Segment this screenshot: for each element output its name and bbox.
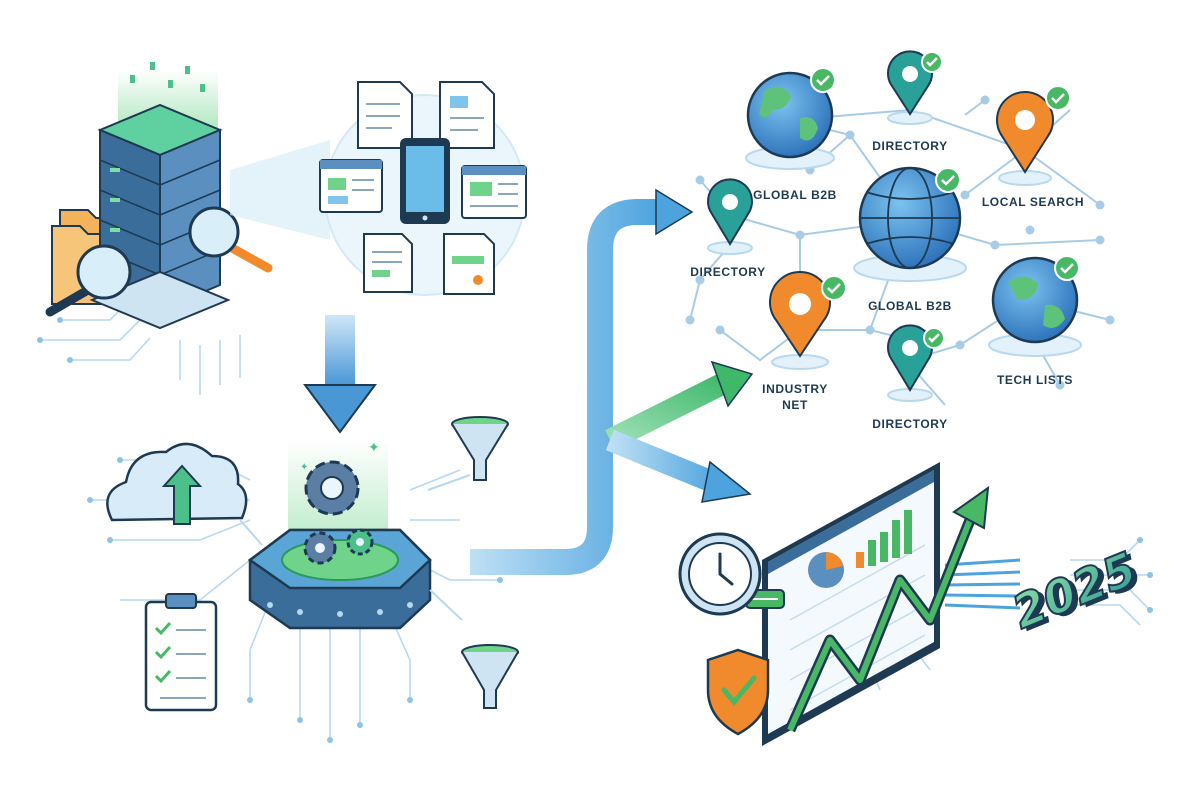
check-icon	[935, 167, 961, 193]
check-icon	[921, 51, 943, 73]
gears-icon	[303, 460, 374, 565]
check-icon	[821, 275, 847, 301]
flow-arrows	[470, 188, 754, 575]
server-cluster	[45, 62, 330, 330]
scan-beam	[230, 140, 330, 240]
magnifier-icon	[45, 244, 132, 317]
documents-cluster	[319, 81, 527, 296]
node-label-directory-top: DIRECTORY	[872, 139, 947, 153]
node-label-local-search: LOCAL SEARCH	[982, 195, 1084, 209]
browser-window-icon	[319, 159, 383, 213]
tablet-icon	[400, 138, 450, 224]
check-icon	[923, 327, 945, 349]
map-pin-icon	[887, 324, 933, 402]
data-bits	[130, 62, 205, 92]
document-icon	[443, 233, 495, 295]
circuit-dots	[37, 317, 1153, 743]
processor-cluster: ✦✦	[106, 416, 519, 712]
svg-text:✦: ✦	[368, 440, 380, 456]
node-label-global-b2b-left: GLOBAL B2B	[753, 188, 837, 202]
globe-icon	[853, 166, 967, 282]
map-pin-icon	[887, 50, 933, 125]
magnifier-icon	[188, 206, 273, 273]
shield-check-icon	[706, 648, 770, 736]
document-icon	[363, 233, 413, 293]
document-icon	[439, 81, 495, 149]
map-pin-icon	[996, 91, 1054, 186]
map-pin-icon	[769, 271, 831, 370]
dashboard-icon	[762, 462, 940, 746]
globe-icon	[745, 71, 835, 170]
trend-arrow-icon	[784, 485, 990, 733]
node-label-directory-bottom: DIRECTORY	[872, 417, 947, 431]
node-label-tech-lists: TECH LISTS	[997, 373, 1073, 387]
browser-window-icon	[461, 165, 527, 219]
map-pin-icon	[707, 178, 753, 255]
clipboard-checklist-icon	[144, 593, 218, 712]
processing-hub	[247, 528, 432, 630]
network-dots	[685, 95, 1115, 390]
server-icon	[89, 103, 231, 330]
year-badge: 2025	[1005, 541, 1144, 639]
check-icon	[810, 67, 836, 93]
check-icon	[1045, 85, 1071, 111]
check-icon	[1054, 255, 1080, 281]
svg-text:✦: ✦	[300, 462, 308, 473]
down-arrow	[303, 315, 377, 434]
funnel-icon	[429, 589, 519, 709]
node-label-global-b2b-center: GLOBAL B2B	[868, 299, 952, 313]
node-label-industry: INDUSTRY	[762, 382, 828, 396]
globe-icon	[988, 256, 1082, 357]
dashboard-cluster: 2025 2025	[678, 462, 1149, 746]
clock-icon	[678, 532, 762, 616]
document-icon	[357, 81, 413, 149]
node-label-industry-net: NET	[782, 398, 808, 412]
funnel-icon	[427, 416, 509, 491]
node-label-directory-left: DIRECTORY	[690, 265, 765, 279]
cloud-upload-icon	[106, 442, 263, 546]
